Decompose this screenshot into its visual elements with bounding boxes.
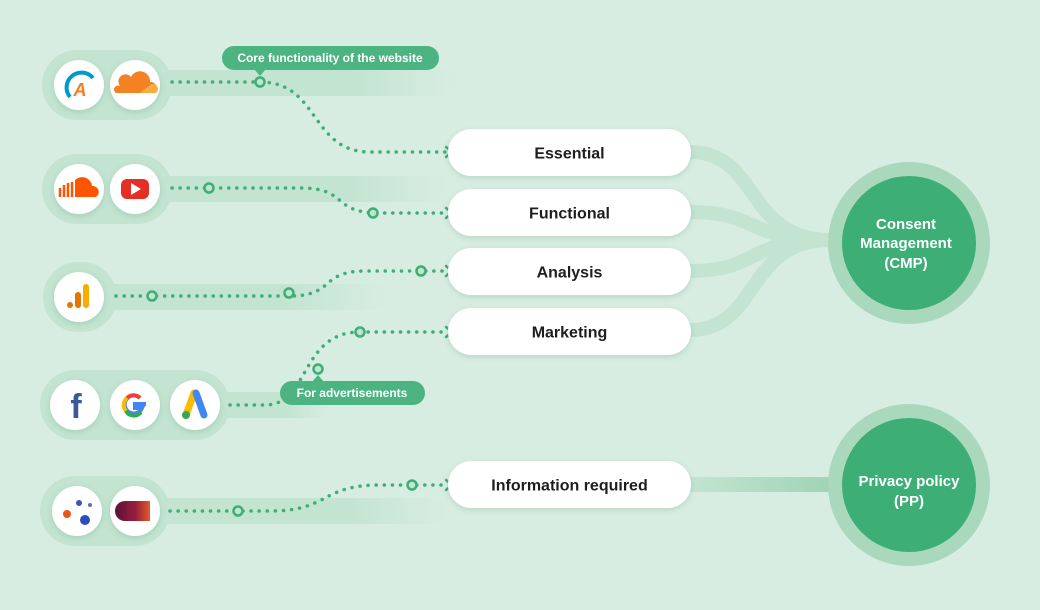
category-pill-bg [448,308,691,355]
category-label: Information required [491,478,647,495]
akamai-icon: A [54,60,104,110]
category-label: Functional [529,206,610,223]
soundcloud-icon [54,164,104,214]
track-media [150,176,450,202]
category-pills: EssentialFunctionalAnalysisMarketingInfo… [448,129,691,508]
facebook-icon: f [50,380,100,430]
category-information: Information required [448,461,691,508]
dotted-connectors [114,80,450,513]
category-essential: Essential [448,129,691,176]
cmp-target: Consent Management (CMP) [828,162,990,324]
pp-target: Privacy policy (PP) [828,404,990,566]
category-flows [683,145,837,337]
cloudflare-icon [110,60,160,110]
core-callout: Core functionality of the website [222,46,439,76]
cmp-line-3: (CMP) [884,255,927,272]
google-ads-icon [170,380,220,430]
connector-analytics-analysis [114,269,450,298]
connector-media-functional [170,186,450,215]
cmp-inner-circle [842,176,976,310]
service-group-core: A [42,50,172,120]
ads-callout: For advertisements [280,375,425,405]
category-functional: Functional [448,189,691,236]
category-analysis: Analysis [448,248,691,295]
category-label: Analysis [537,265,603,282]
svg-text:f: f [70,388,82,426]
ads-callout-text: For advertisements [297,386,408,400]
core-callout-text: Core functionality of the website [237,51,423,65]
track-analytics [90,284,390,310]
service-group-other [40,476,170,546]
gradient-logo-icon [110,486,160,536]
pp-line-2: (PP) [894,493,924,510]
service-group-analytics [43,262,117,332]
pp-line-1: Privacy policy [859,473,961,490]
category-pill-bg [448,189,691,236]
google-icon [110,380,160,430]
dots-icon [52,486,102,536]
svg-text:A: A [73,80,87,100]
cmp-line-2: Management [860,235,952,252]
category-marketing: Marketing [448,308,691,355]
youtube-icon [110,164,160,214]
category-pill-bg [448,129,691,176]
category-pill-bg [448,461,691,508]
category-pill-bg [448,248,691,295]
google-analytics-icon [54,272,104,322]
connector-other-information [168,483,450,513]
pp-inner-circle [842,418,976,552]
flow-information-pp [690,477,835,492]
category-label: Essential [534,146,604,163]
cmp-line-1: Consent [876,216,936,233]
track-other [150,498,450,524]
connector-nodes [146,76,427,517]
track-core [150,70,460,96]
service-tracks [90,70,460,524]
service-group-media [42,154,172,224]
service-group-ads: f [40,370,230,440]
category-label: Marketing [532,325,608,342]
